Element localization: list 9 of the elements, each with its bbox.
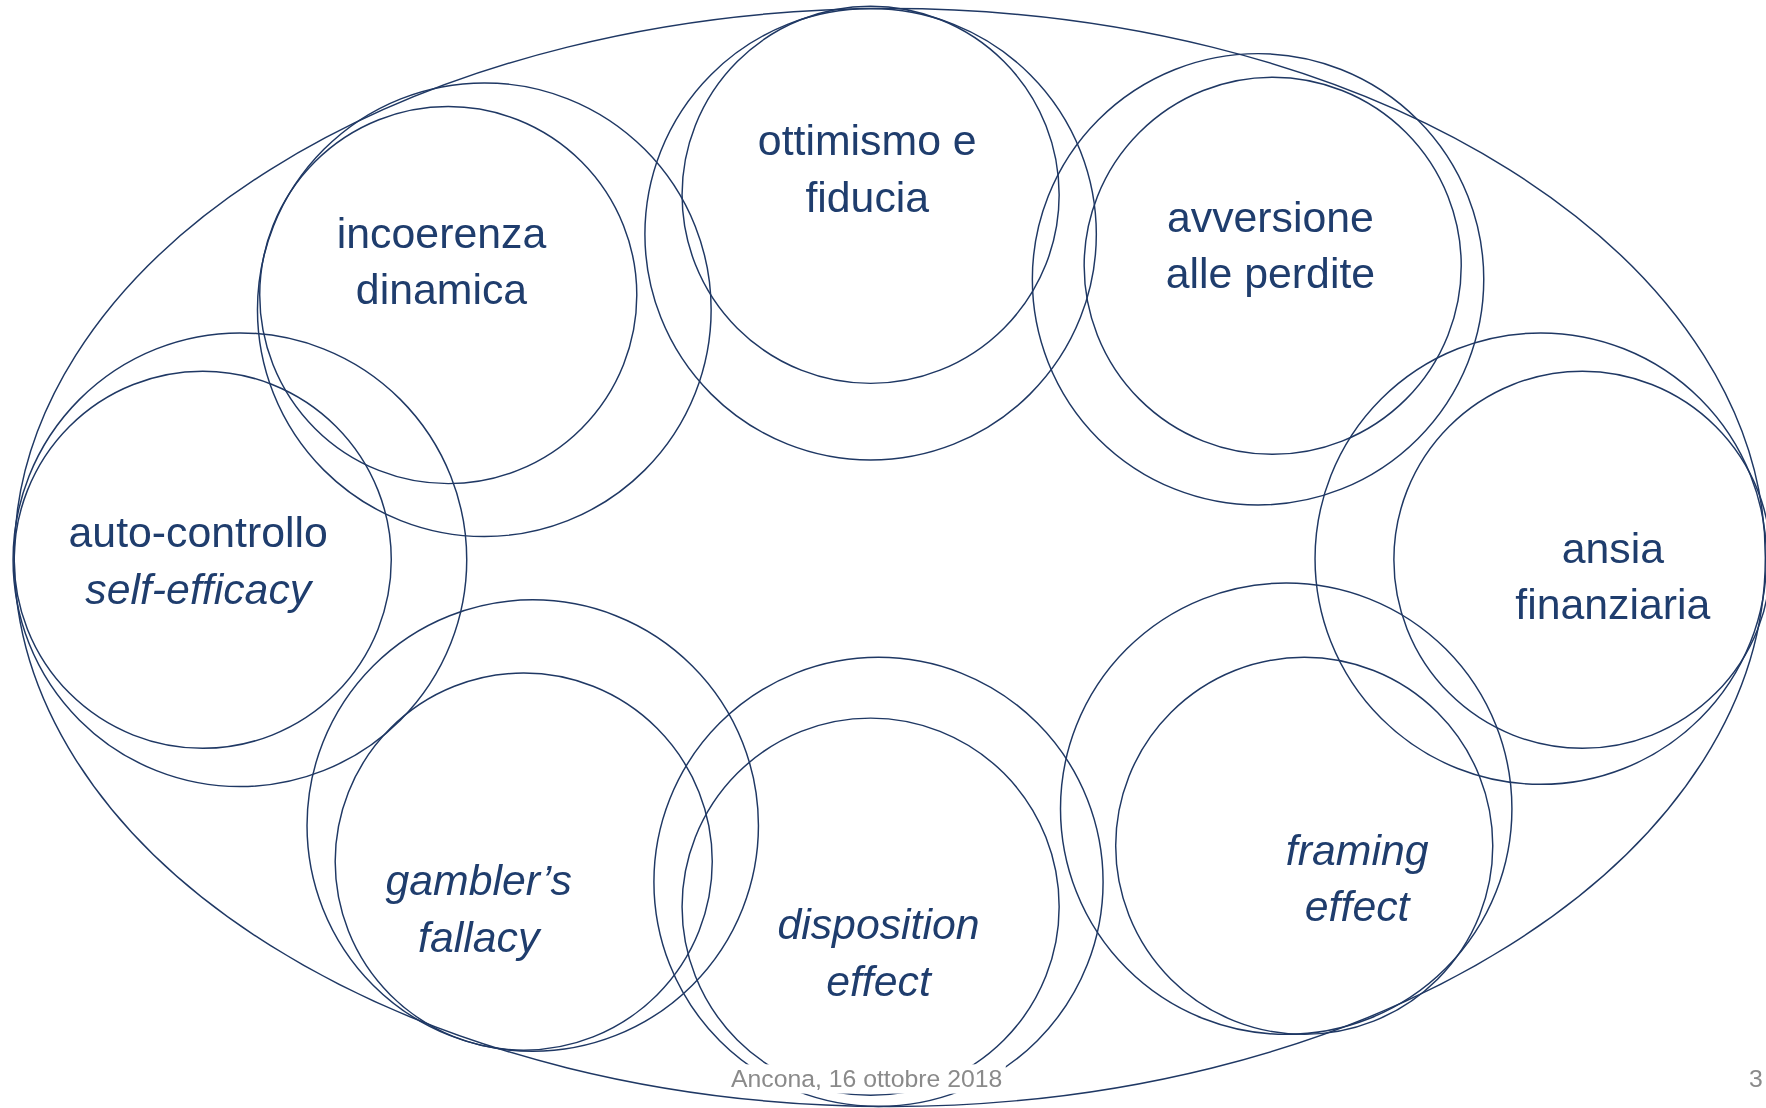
concept-label: gambler’s fallacy [384,856,573,963]
concept-label: framing effect [1284,825,1430,933]
concept-label: ansia finanziaria [1514,523,1712,631]
concept-label: auto-controllo [68,508,328,559]
concept-label: self-efficacy [85,564,312,615]
concept-label: ottimismo e fiducia [756,116,978,223]
concept-label: incoerenza dinamica [335,208,548,316]
concept-label: avversione alle perdite [1164,192,1377,300]
concept-label: disposition effect [776,900,981,1007]
